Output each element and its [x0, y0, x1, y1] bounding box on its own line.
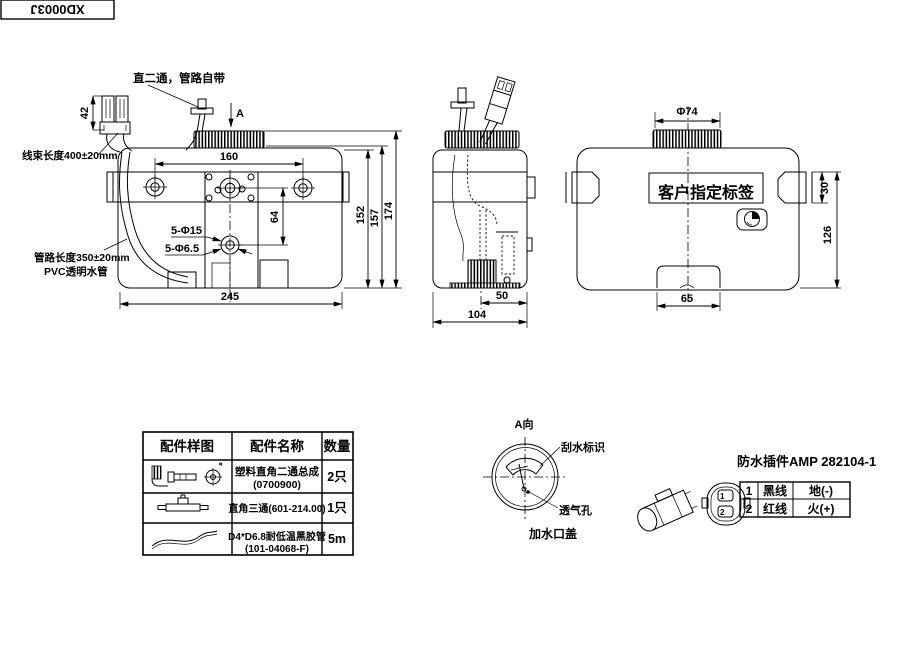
part-qty-1: 2只	[327, 470, 347, 484]
part-name-3b: (101-04068-F)	[245, 544, 309, 555]
tee-sample-drawing	[157, 494, 209, 512]
dim-160: 160	[220, 151, 238, 163]
front-view: A	[22, 71, 402, 309]
internal-pump-detail	[449, 154, 521, 289]
part-name-2a: 直角三通(601-214.00)	[228, 502, 325, 515]
pinout-table: 1 黑线 地(-) 2 红线 火(+)	[739, 481, 851, 518]
vent-hole-dot	[526, 490, 530, 494]
note-elbow-fitting: 直二通，管路自带	[133, 71, 225, 85]
parts-table: 配件样图 配件名称 数量 ⌗ 塑料直角二通总成 (0700900) 2只	[142, 431, 354, 556]
sample-mark: ⌗	[218, 462, 223, 468]
dim-245: 245	[221, 291, 239, 303]
parts-row-tee: 直角三通(601-214.00) 1只	[157, 494, 347, 515]
elbow-fitting	[190, 98, 214, 133]
part-name-3a: D4*D6.8耐低温黑胶管	[228, 530, 326, 543]
mounting-hole-lower	[218, 235, 242, 255]
wiper-symbol	[505, 457, 544, 492]
front-pin-1-label: 1	[720, 492, 725, 501]
dim-65: 65	[681, 293, 693, 305]
vent-hole-note: 透气孔	[559, 503, 592, 517]
dim-157: 157	[369, 209, 381, 227]
dim-104: 104	[468, 309, 487, 321]
callout-5xd6-5: 5-Φ6.5	[165, 243, 199, 255]
filler-cap-caption: 加水口盖	[528, 526, 577, 541]
note-harness-length: 线束长度400±20mm	[22, 149, 118, 162]
note-pipe-material: PVC透明水管	[44, 265, 108, 278]
pin-2-wire: 红线	[763, 501, 787, 516]
dim-30: 30	[819, 182, 831, 194]
pin-2-no: 2	[746, 502, 753, 516]
mount-tab-left	[565, 171, 600, 204]
wire-and-tube-routing	[106, 131, 198, 284]
connector-front-drawing: 1 2	[701, 482, 751, 526]
dim-152: 152	[355, 206, 367, 224]
mount-tab-right	[777, 171, 813, 204]
hose-sample-drawing	[151, 530, 218, 550]
molded-symbol-icon	[736, 208, 768, 231]
connector-spec: 防水插件AMP 282104-1 1 2 1	[637, 454, 876, 532]
vent-fitting-side	[450, 87, 475, 132]
dim-cap-diameter: Φ74	[676, 106, 698, 118]
connector-side-tilted	[479, 76, 516, 145]
wiper-mark-note: 刮水标识	[561, 440, 605, 454]
title-block: XD0003J	[0, 0, 115, 20]
pin-2-polarity: 火(+)	[807, 502, 834, 516]
pin-1-no: 1	[746, 484, 753, 498]
side-view: 50 104	[432, 76, 536, 328]
dim-174: 174	[383, 201, 395, 220]
front-pin-2-label: 2	[720, 508, 725, 517]
part-name-1a: 塑料直角二通总成	[235, 465, 319, 478]
back-view: Φ74 客户指定标签 30	[565, 106, 841, 311]
parts-row-hose: D4*D6.8耐低温黑胶管 (101-04068-F) 5m	[151, 530, 346, 555]
parts-table-header-name: 配件名称	[250, 438, 304, 454]
parts-table-header-qty: 数量	[324, 438, 351, 454]
note-pipe-length: 管路长度350±20mm	[34, 251, 130, 264]
pin-1-polarity: 地(-)	[809, 483, 833, 498]
dim-64: 64	[269, 210, 281, 223]
filler-cap-front	[193, 130, 265, 149]
customer-label-text: 客户指定标签	[658, 183, 755, 202]
callout-5xd15: 5-Φ15	[171, 225, 202, 237]
plate-small-holes	[205, 173, 255, 202]
dim-42: 42	[79, 107, 91, 119]
filler-cap-back	[652, 129, 722, 149]
elbow-sample-drawing: ⌗	[151, 462, 223, 487]
view-a-arrow-label: A	[236, 108, 244, 120]
pin-1-wire: 黑线	[763, 483, 787, 498]
part-name-1b: (0700900)	[253, 479, 301, 491]
connector-title: 防水插件AMP 282104-1	[737, 454, 876, 469]
filler-cap-view: A向 刮水标识 透气孔 加水口盖	[483, 417, 605, 541]
connector-3d-drawing	[637, 488, 698, 532]
customer-label-box	[648, 172, 764, 204]
parts-row-elbow: ⌗ 塑料直角二通总成 (0700900) 2只	[151, 462, 347, 491]
view-a-label: A向	[515, 417, 534, 431]
parts-table-header-sample: 配件样图	[160, 438, 214, 454]
part-qty-2: 1只	[327, 501, 347, 515]
filler-cap-side	[444, 130, 520, 149]
dim-50: 50	[496, 290, 508, 302]
dim-126: 126	[822, 226, 834, 244]
drawing-number: XD0003J	[30, 2, 84, 17]
part-qty-3: 5m	[328, 532, 346, 546]
harness-connector	[99, 95, 131, 135]
